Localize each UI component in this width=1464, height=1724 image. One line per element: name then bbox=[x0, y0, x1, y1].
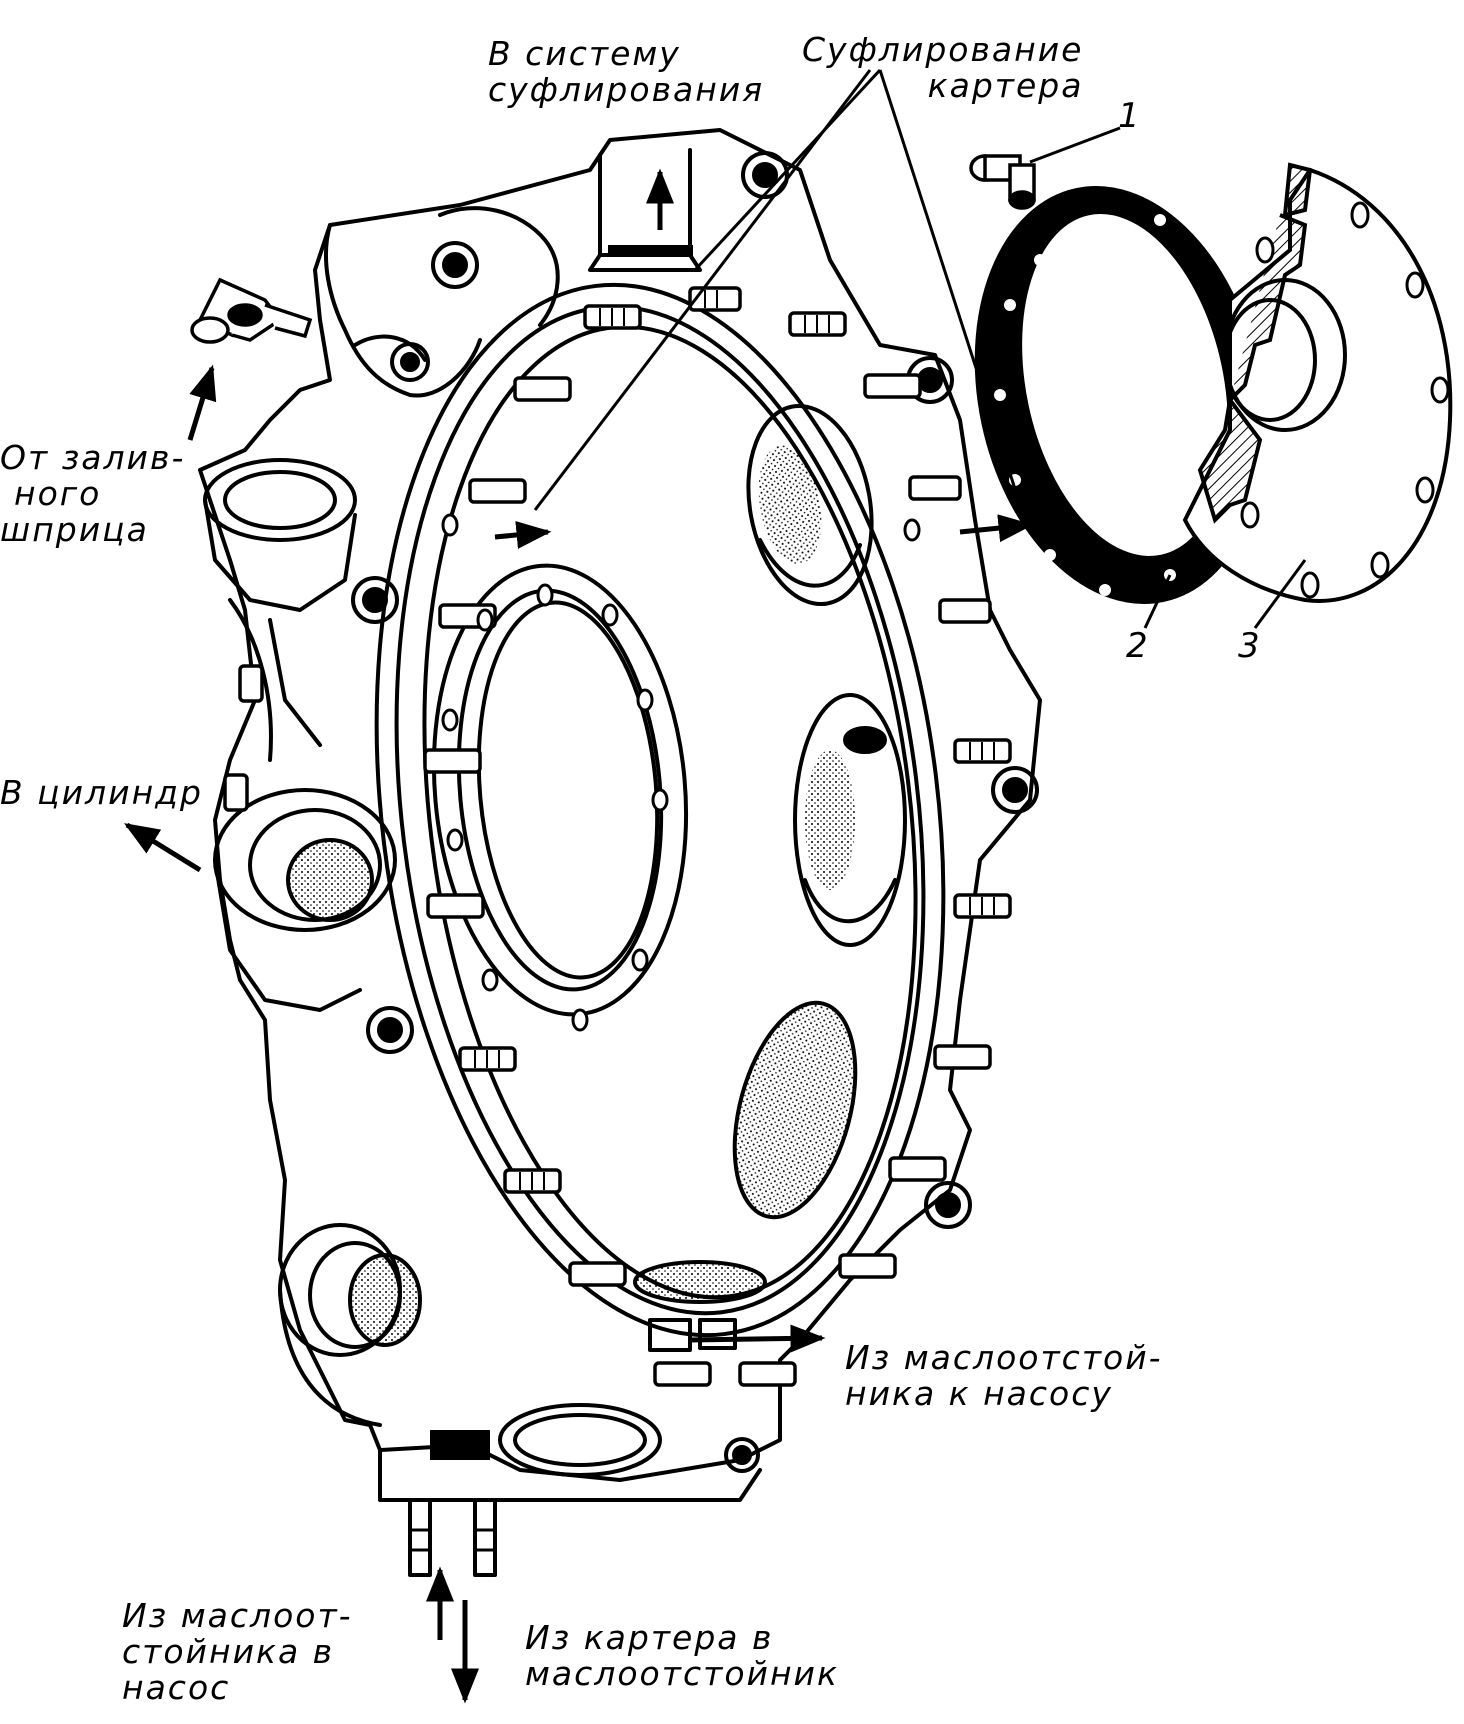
label-from-sump-into-pump-line-1: Из маслоот- bbox=[122, 1596, 353, 1635]
label-from-crankcase-to-sump-line-1: Из картера в bbox=[525, 1618, 774, 1657]
label-to-cylinder: В цилиндр bbox=[0, 773, 203, 812]
label-crankcase-breathing: Суфлирование картера bbox=[802, 32, 1083, 104]
housing-outline bbox=[198, 128, 1042, 1482]
label-from-fill-syringe-line-1: От залив- bbox=[0, 438, 186, 477]
part-2-gasket bbox=[974, 186, 1266, 604]
main-flange bbox=[374, 282, 946, 1338]
studs bbox=[223, 286, 1012, 1387]
label-from-sump-to-pump-line-1: Из маслоотстой- bbox=[845, 1338, 1163, 1377]
breather-chimney bbox=[598, 148, 692, 257]
label-from-fill-syringe-line-2: ного bbox=[14, 474, 102, 513]
label-from-fill-syringe-line-3: шприца bbox=[0, 510, 149, 549]
label-crankcase-breathing-line-1: Суфлирование bbox=[802, 30, 1084, 69]
part-number-3: 3 bbox=[1238, 626, 1260, 666]
label-from-crankcase-to-sump-line-2: маслоотстойник bbox=[525, 1654, 839, 1693]
label-from-fill-syringe: От залив- ного шприца bbox=[0, 440, 185, 548]
label-from-sump-to-pump-line-2: ника к насосу bbox=[845, 1374, 1113, 1413]
label-breather-system-line-1: В систему bbox=[488, 34, 681, 73]
syringe-elbow-fitting bbox=[190, 277, 313, 344]
label-from-sump-into-pump-line-3: насос bbox=[122, 1668, 231, 1707]
label-from-sump-to-pump: Из маслоотстой- ника к насосу bbox=[845, 1340, 1163, 1412]
label-from-crankcase-to-sump: Из картера в маслоотстойник bbox=[525, 1620, 839, 1692]
label-from-sump-into-pump-line-2: стойника в bbox=[122, 1632, 335, 1671]
part-1-elbow-fitting bbox=[969, 154, 1036, 210]
label-breather-system-line-2: суфлирования bbox=[488, 70, 765, 109]
part-3-cover bbox=[1182, 162, 1453, 603]
pipe-right bbox=[473, 1498, 497, 1577]
label-from-sump-into-pump: Из маслоот- стойника в насос bbox=[122, 1598, 353, 1706]
pipe-left bbox=[408, 1498, 432, 1577]
label-breather-system: В систему суфлирования bbox=[488, 36, 764, 108]
label-crankcase-breathing-line-2: картера bbox=[927, 66, 1084, 105]
part-number-2: 2 bbox=[1126, 626, 1148, 666]
part-number-1: 1 bbox=[1118, 96, 1140, 136]
